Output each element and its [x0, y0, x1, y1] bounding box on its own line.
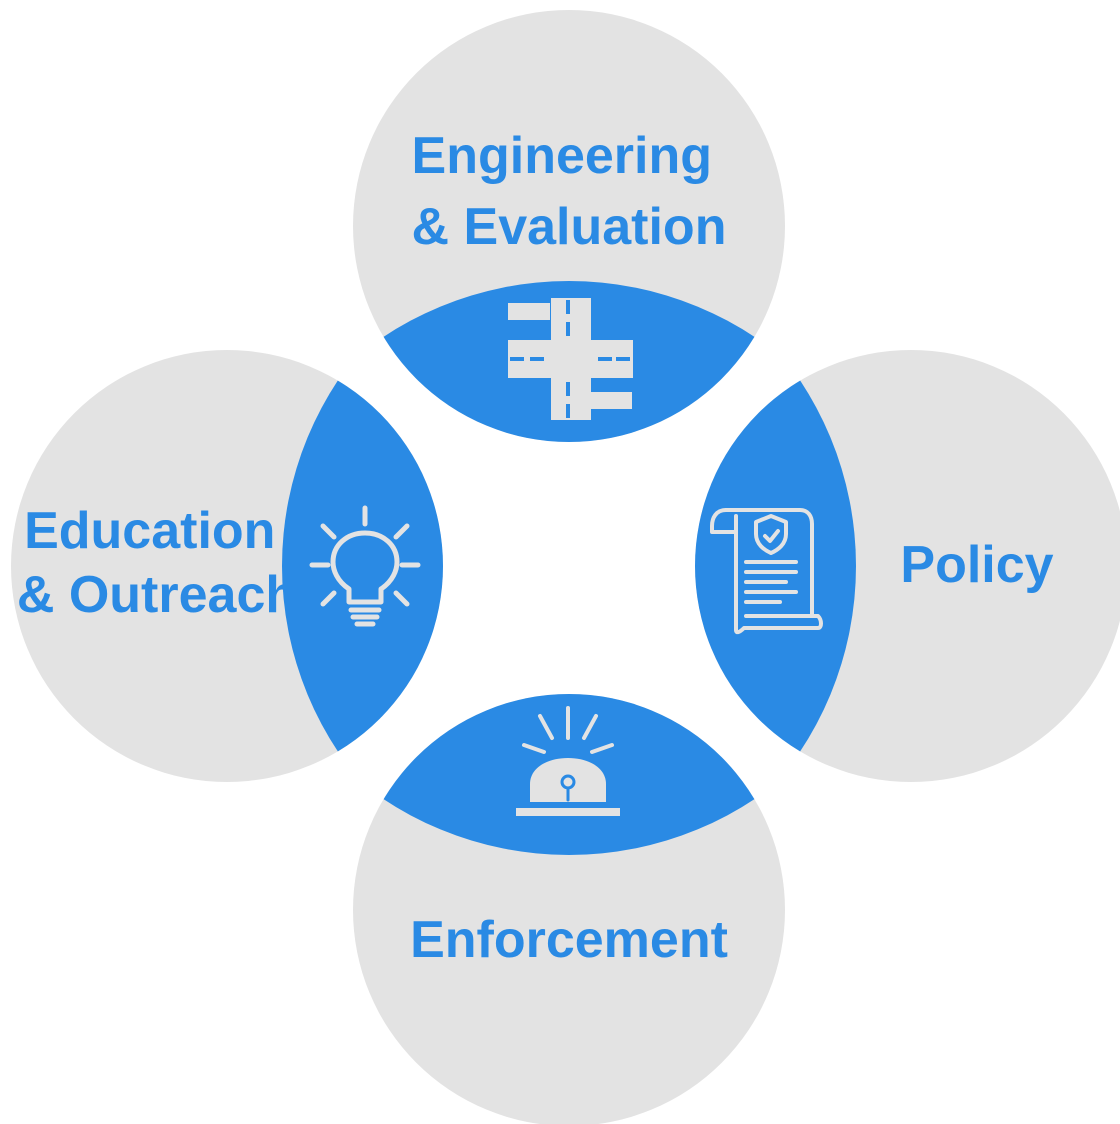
education-label-line1: Education	[24, 502, 275, 560]
enforcement-label: Enforcement	[410, 911, 728, 969]
engineering-label: Engineering & Evaluation	[412, 127, 727, 256]
education-label: Education & Outreach	[17, 502, 297, 624]
education-label-line2: & Outreach	[17, 566, 297, 624]
engineering-label-line1: Engineering	[412, 127, 712, 185]
policy-label: Policy	[900, 536, 1053, 594]
siren-icon	[516, 706, 620, 816]
engineering-label-line2: & Evaluation	[412, 198, 727, 256]
road-intersection-icon	[508, 298, 633, 420]
policy-scroll-icon	[710, 508, 823, 635]
lightbulb-icon	[309, 505, 421, 627]
